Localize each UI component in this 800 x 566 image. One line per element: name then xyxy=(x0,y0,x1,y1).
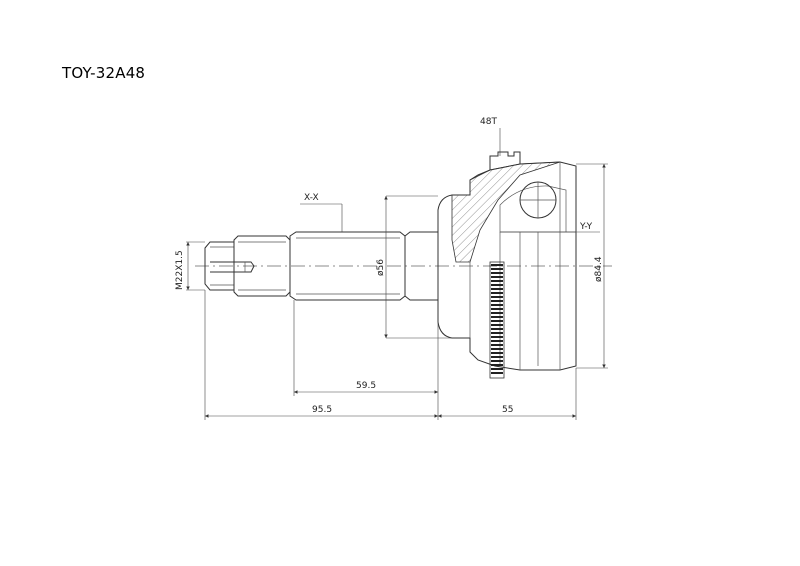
shaft-length-label: 59.5 xyxy=(356,381,376,391)
main-shaft xyxy=(289,231,439,301)
total-length-label: 95.5 xyxy=(312,405,332,415)
outer-race-housing xyxy=(437,161,577,371)
spline-tab xyxy=(489,151,521,170)
housing-length-label: 55 xyxy=(502,405,513,415)
outer-diameter-label: ø84.4 xyxy=(594,256,604,282)
section-x-label: X-X xyxy=(304,193,319,203)
shaft-diameter-label: ø56 xyxy=(376,259,386,276)
abs-ring xyxy=(489,261,505,379)
thread-label: M22X1.5 xyxy=(175,250,185,290)
part-number-title: TOY-32A48 xyxy=(62,64,146,82)
section-y-label: Y-Y xyxy=(579,222,593,232)
teeth-label: 48T xyxy=(480,117,497,127)
